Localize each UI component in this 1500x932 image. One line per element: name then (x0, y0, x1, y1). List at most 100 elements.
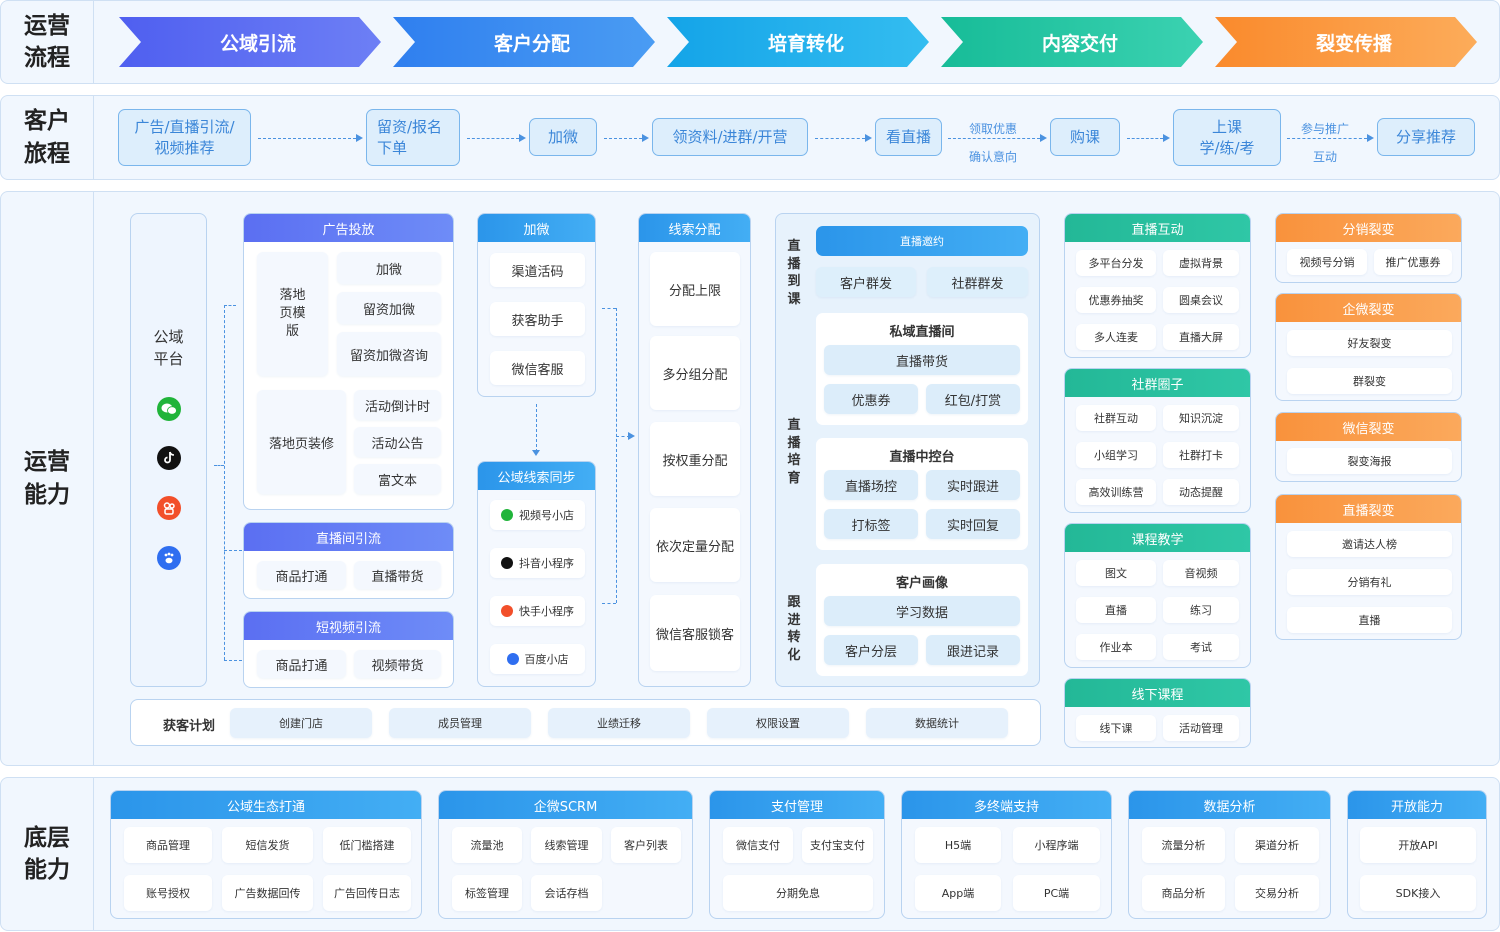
data-item-3: 商品分析 (1142, 875, 1225, 911)
community-item-3: 小组学习 (1076, 442, 1156, 468)
live-int-item-4: 圆桌会议 (1163, 287, 1239, 313)
conversion-card: 直播到课 直播培育 跟进转化 直播邀约 客户群发 社群群发 私域直播间 直播带货… (775, 213, 1040, 687)
terminal-item-4: PC端 (1013, 875, 1100, 911)
fission-3-item-1: 裂变海报 (1287, 448, 1452, 474)
decor-item-1: 活动倒计时 (354, 390, 441, 420)
leads-item-4: 依次定量分配 (650, 508, 740, 582)
base-card-data: 数据分析 流量分析 渠道分析 商品分析 交易分析 (1128, 790, 1331, 919)
conv-label-live-to-class: 直播到课 (787, 239, 801, 307)
fission-title-4: 直播裂变 (1276, 495, 1461, 523)
decor-item-3: 富文本 (354, 464, 441, 494)
pay-item-2: 支付宝支付 (802, 827, 873, 863)
course-item-1: 图文 (1076, 560, 1156, 586)
fission-title-3: 微信裂变 (1276, 413, 1461, 441)
base-card-pay: 支付管理 微信支付 支付宝支付 分期免息 (709, 790, 885, 919)
scrm-item-4: 标签管理 (452, 875, 522, 911)
landing-item-2: 留资加微 (337, 292, 441, 324)
sync-item-1: 视频号小店 (490, 500, 585, 530)
landing-template: 落地 页模 版 (257, 252, 328, 376)
journey-note-2: 参与推广 互动 (1300, 122, 1349, 164)
pay-item-1: 微信支付 (723, 827, 793, 863)
fission-2-item-1: 好友裂变 (1287, 330, 1452, 356)
terminal-item-3: App端 (915, 875, 1001, 911)
decor-item-2: 活动公告 (354, 427, 441, 457)
offline-item-1: 线下课 (1076, 715, 1156, 741)
base-card-ecology: 公域生态打通 商品管理 短信发货 低门槛搭建 账号授权 广告数据回传 广告回传日… (110, 790, 422, 919)
addwx-item-3: 微信客服 (490, 351, 585, 385)
live-int-item-5: 多人连麦 (1076, 324, 1156, 350)
console-item-4: 实时回复 (926, 509, 1020, 539)
room-item-1: 直播带货 (824, 345, 1020, 375)
journey-step-share: 分享推荐 (1377, 118, 1475, 156)
live-interact-title: 直播互动 (1065, 214, 1250, 242)
profile-item-3: 跟进记录 (926, 635, 1020, 665)
fission-4-item-3: 直播 (1287, 607, 1452, 633)
scrm-item-1: 流量池 (452, 827, 522, 863)
base-title-pay: 支付管理 (710, 791, 884, 819)
fission-card-3: 微信裂变 裂变海报 (1275, 412, 1462, 482)
journey-note-1: 领取优惠 确认意向 (968, 122, 1017, 164)
community-item-1: 社群互动 (1076, 405, 1156, 431)
base-card-open: 开放能力 开放API SDK接入 (1347, 790, 1487, 919)
landing-decor: 落地页装修 (257, 390, 346, 494)
fission-1-item-1: 视频号分销 (1287, 249, 1367, 275)
public-platform-card: 公域 平台 (130, 213, 207, 687)
leads-item-2: 多分组分配 (650, 336, 740, 410)
flow-step-3: 培育转化 (667, 17, 929, 67)
flow-step-1: 公域引流 (119, 17, 381, 67)
ads-card: 广告投放 落地 页模 版 加微 留资加微 留资加微咨询 落地页装修 活动倒计时 … (243, 213, 454, 510)
room-item-2: 优惠券 (824, 384, 918, 414)
room-item-3: 红包/打赏 (926, 384, 1020, 414)
course-card: 课程教学 图文 音视频 直播 练习 作业本 考试 (1064, 523, 1251, 668)
ads-title: 广告投放 (244, 214, 453, 242)
scrm-item-5: 会话存档 (531, 875, 602, 911)
video-ads-card: 短视频引流 商品打通 视频带货 (243, 611, 454, 688)
baidu-logo-icon (157, 546, 181, 570)
flow-step-4: 内容交付 (941, 17, 1203, 67)
wechat-logo-icon (157, 397, 181, 421)
plan-item-1: 创建门店 (230, 708, 372, 738)
plan-title: 获客计划 (163, 719, 216, 734)
douyin-icon (501, 557, 513, 569)
base-title-data: 数据分析 (1129, 791, 1330, 819)
live-ads-item-2: 直播带货 (354, 561, 441, 589)
flow-step-5: 裂变传播 (1215, 17, 1477, 67)
offline-card: 线下课程 线下课 活动管理 (1064, 678, 1251, 748)
fission-title-2: 企微裂变 (1276, 294, 1461, 322)
ecology-item-1: 商品管理 (124, 827, 212, 863)
course-item-2: 音视频 (1163, 560, 1239, 586)
fission-4-item-2: 分销有礼 (1287, 569, 1452, 595)
fission-card-1: 分销裂变 视频号分销 推广优惠券 (1275, 213, 1462, 283)
sync-title: 公域线索同步 (478, 462, 595, 490)
fission-card-2: 企微裂变 好友裂变 群裂变 (1275, 293, 1462, 401)
ecology-item-2: 短信发货 (222, 827, 313, 863)
capability-row-label: 运营 能力 (1, 192, 94, 765)
plan-item-2: 成员管理 (389, 708, 531, 738)
base-title-open: 开放能力 (1348, 791, 1486, 819)
fission-1-item-2: 推广优惠券 (1374, 249, 1452, 275)
ecology-item-5: 广告数据回传 (222, 875, 313, 911)
sync-item-4: 百度小店 (490, 644, 585, 674)
console-item-2: 实时跟进 (926, 470, 1020, 500)
public-platform-label: 公域 平台 (153, 328, 184, 368)
fission-4-item-1: 邀请达人榜 (1287, 531, 1452, 557)
flow-step-2: 客户分配 (393, 17, 655, 67)
wechat-channel-icon (501, 509, 513, 521)
leads-item-1: 分配上限 (650, 252, 740, 326)
douyin-logo-icon (157, 446, 181, 470)
fission-title-1: 分销裂变 (1276, 214, 1461, 242)
journey-row-label: 客户 旅程 (1, 96, 94, 179)
course-title: 课程教学 (1065, 524, 1250, 552)
video-ads-item-1: 商品打通 (257, 650, 346, 678)
live-console-title: 直播中控台 (889, 450, 955, 465)
course-item-4: 练习 (1163, 597, 1239, 623)
leads-card: 线索分配 分配上限 多分组分配 按权重分配 依次定量分配 微信客服锁客 (638, 213, 751, 687)
kuaishou-logo-icon (157, 496, 181, 520)
fission-2-item-2: 群裂变 (1287, 368, 1452, 394)
sync-item-2: 抖音小程序 (490, 548, 585, 578)
base-title-scrm: 企微SCRM (439, 791, 692, 819)
offline-item-2: 活动管理 (1163, 715, 1239, 741)
journey-step-signup: 留资/报名 下单 (366, 109, 460, 166)
community-title: 社群圈子 (1065, 369, 1250, 397)
landing-item-3: 留资加微咨询 (337, 332, 441, 376)
